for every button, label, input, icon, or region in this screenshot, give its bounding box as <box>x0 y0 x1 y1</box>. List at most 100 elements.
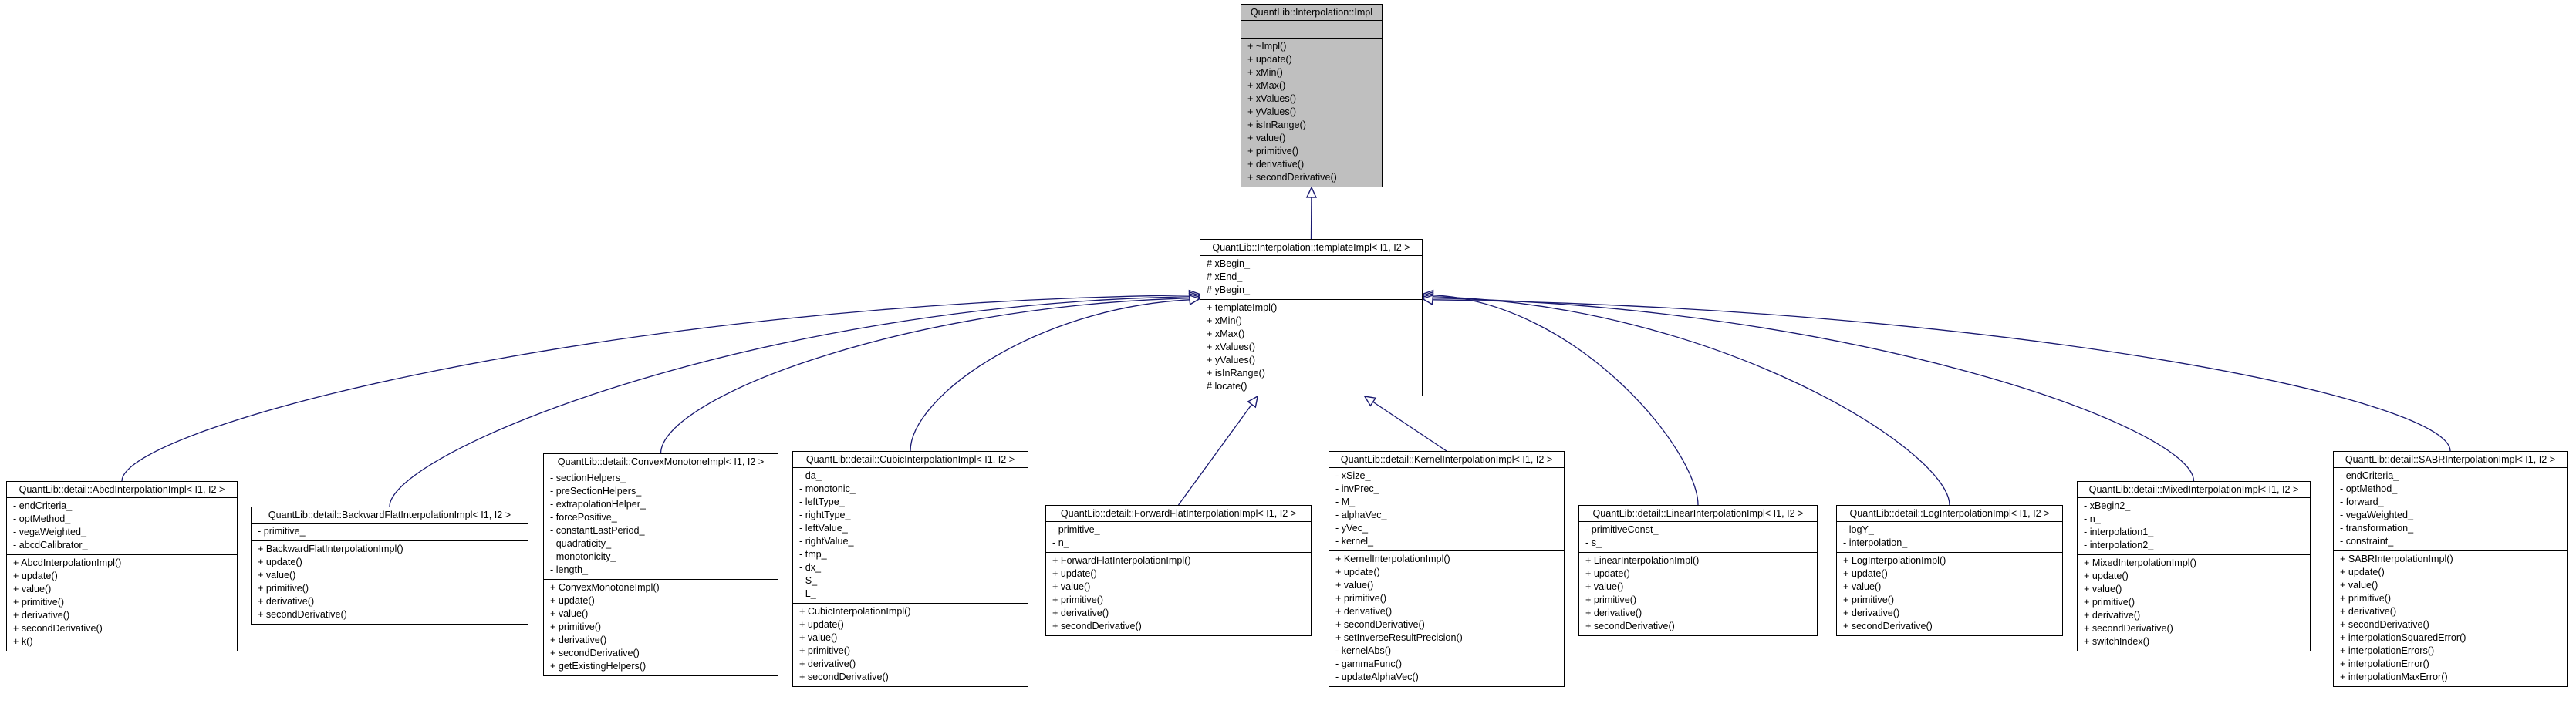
class-title: QuantLib::detail::LinearInterpolationImp… <box>1579 506 1817 522</box>
method-line: + value() <box>2084 584 2122 594</box>
method-line: + primitive() <box>1052 594 1104 605</box>
attribute-line: - s_ <box>1585 537 1602 548</box>
method-section: + KernelInterpolationImpl()+ update()+ v… <box>1329 551 1564 686</box>
class-node-linear-interpolation-impl[interactable]: QuantLib::detail::LinearInterpolationImp… <box>1578 505 1818 636</box>
attribute-line: - L_ <box>799 588 816 599</box>
method-line: + secondDerivative() <box>2084 623 2173 634</box>
inheritance-edge <box>1432 298 2195 482</box>
attribute-section: - endCriteria_- optMethod_- forward_- ve… <box>2334 468 2567 551</box>
method-section: + LinearInterpolationImpl()+ update()+ v… <box>1579 553 1817 635</box>
inheritance-edge <box>121 295 1190 482</box>
attribute-line: - rightType_ <box>799 510 851 520</box>
inheritance-arrowhead <box>1363 396 1377 407</box>
class-title: QuantLib::detail::BackwardFlatInterpolat… <box>252 507 528 524</box>
class-node-interpolation-impl[interactable]: QuantLib::Interpolation::Impl + ~Impl()+… <box>1241 4 1383 187</box>
method-line: + primitive() <box>799 645 851 656</box>
method-line: + value() <box>258 570 296 581</box>
method-line: + value() <box>2340 580 2378 591</box>
attribute-line: - logY_ <box>1843 524 1874 535</box>
method-line: + derivative() <box>550 635 607 645</box>
method-line: + xMax() <box>1247 80 1286 91</box>
method-line: + derivative() <box>1843 608 1900 618</box>
method-line: + interpolationMaxError() <box>2340 672 2448 682</box>
attribute-section: - da_- monotonic_- leftType_- rightType_… <box>793 468 1028 604</box>
method-line: + primitive() <box>2340 593 2392 604</box>
attribute-line: - kernel_ <box>1335 536 1373 547</box>
attribute-line: - vegaWeighted_ <box>2340 510 2413 520</box>
method-line: + value() <box>1335 580 1374 591</box>
method-line: + yValues() <box>1207 355 1256 365</box>
method-line: + getExistingHelpers() <box>550 661 647 672</box>
attribute-line: - alphaVec_ <box>1335 510 1387 520</box>
attribute-line: - primitive_ <box>258 526 306 537</box>
method-line: # locate() <box>1207 381 1247 392</box>
method-line: + CubicInterpolationImpl() <box>799 606 911 617</box>
attribute-line: # xEnd_ <box>1207 271 1243 282</box>
method-line: + value() <box>1052 581 1091 592</box>
method-line: + update() <box>2340 567 2385 577</box>
attribute-line: - M_ <box>1335 497 1356 507</box>
attribute-section: - endCriteria_- optMethod_- vegaWeighted… <box>7 498 237 555</box>
attribute-line: - constraint_ <box>2340 536 2394 547</box>
attribute-line: - interpolation2_ <box>2084 540 2154 550</box>
method-line: + derivative() <box>799 658 856 669</box>
method-section: + AbcdInterpolationImpl()+ update()+ val… <box>7 555 237 651</box>
attribute-line: - interpolation_ <box>1843 537 1908 548</box>
method-line: + primitive() <box>1247 146 1299 157</box>
attribute-line: - n_ <box>1052 537 1069 548</box>
attribute-line: # yBegin_ <box>1207 284 1251 295</box>
method-line: + update() <box>550 595 595 606</box>
method-line: + interpolationSquaredError() <box>2340 632 2466 643</box>
method-line: + xMin() <box>1207 315 1242 326</box>
class-node-forward-flat-interpolation-impl[interactable]: QuantLib::detail::ForwardFlatInterpolati… <box>1045 505 1312 636</box>
attribute-section: - logY_ - interpolation_ <box>1837 522 2062 553</box>
method-line: + interpolationErrors() <box>2340 645 2435 656</box>
method-line: + value() <box>799 632 838 643</box>
class-node-backward-flat-interpolation-impl[interactable]: QuantLib::detail::BackwardFlatInterpolat… <box>251 507 528 625</box>
method-line: + xValues() <box>1207 342 1256 352</box>
method-line: + value() <box>1585 581 1624 592</box>
attribute-line: - primitiveConst_ <box>1585 524 1659 535</box>
class-node-abcd-interpolation-impl[interactable]: QuantLib::detail::AbcdInterpolationImpl<… <box>6 481 238 651</box>
method-line: + derivative() <box>258 596 315 607</box>
class-node-kernel-interpolation-impl[interactable]: QuantLib::detail::KernelInterpolationImp… <box>1329 451 1565 687</box>
method-section: + ~Impl()+ update()+ xMin()+ xMax()+ xVa… <box>1241 39 1382 187</box>
method-line: + value() <box>550 608 589 619</box>
method-line: + primitive() <box>13 597 65 608</box>
inheritance-edge <box>1177 404 1253 506</box>
class-title: QuantLib::detail::AbcdInterpolationImpl<… <box>7 482 237 498</box>
method-line: + BackwardFlatInterpolationImpl() <box>258 544 403 554</box>
method-line: + derivative() <box>1335 606 1393 617</box>
attribute-line: - invPrec_ <box>1335 483 1379 494</box>
attribute-line: - xSize_ <box>1335 470 1371 481</box>
method-section: + ConvexMonotoneImpl()+ update()+ value(… <box>544 580 778 675</box>
class-node-convex-monotone-impl[interactable]: QuantLib::detail::ConvexMonotoneImpl< I1… <box>543 453 778 676</box>
inheritance-edge <box>1432 299 2451 452</box>
method-line: + secondDerivative() <box>550 648 640 658</box>
inheritance-arrowhead <box>1247 395 1259 409</box>
attribute-line: - xBegin2_ <box>2084 500 2131 511</box>
class-node-cubic-interpolation-impl[interactable]: QuantLib::detail::CubicInterpolationImpl… <box>792 451 1028 687</box>
class-node-mixed-interpolation-impl[interactable]: QuantLib::detail::MixedInterpolationImpl… <box>2077 481 2311 651</box>
method-line: + update() <box>1843 568 1888 579</box>
method-line: + SABRInterpolationImpl() <box>2340 554 2453 564</box>
attribute-line: - forcePositive_ <box>550 512 617 523</box>
class-node-template-impl[interactable]: QuantLib::Interpolation::templateImpl< I… <box>1200 239 1423 396</box>
attribute-section: - primitive_ <box>252 524 528 541</box>
attribute-line: - S_ <box>799 575 818 586</box>
attribute-section: - sectionHelpers_- preSectionHelpers_- e… <box>544 470 778 580</box>
method-section: + BackwardFlatInterpolationImpl()+ updat… <box>252 541 528 624</box>
class-title: QuantLib::detail::SABRInterpolationImpl<… <box>2334 452 2567 468</box>
attribute-line: - forward_ <box>2340 497 2384 507</box>
inheritance-edge <box>910 299 1190 452</box>
class-node-log-interpolation-impl[interactable]: QuantLib::detail::LogInterpolationImpl< … <box>1836 505 2063 636</box>
method-line: + setInverseResultPrecision() <box>1335 632 1463 643</box>
class-title: QuantLib::detail::LogInterpolationImpl< … <box>1837 506 2062 522</box>
inheritance-arrowhead <box>1305 186 1317 198</box>
attribute-line: - preSectionHelpers_ <box>550 486 642 497</box>
method-line: + k() <box>13 636 33 647</box>
class-node-sabr-interpolation-impl[interactable]: QuantLib::detail::SABRInterpolationImpl<… <box>2333 451 2568 687</box>
method-line: + secondDerivative() <box>799 672 889 682</box>
attribute-line: - constantLastPeriod_ <box>550 525 645 536</box>
attribute-section: - xBegin2_- n_- interpolation1_- interpo… <box>2078 498 2310 555</box>
